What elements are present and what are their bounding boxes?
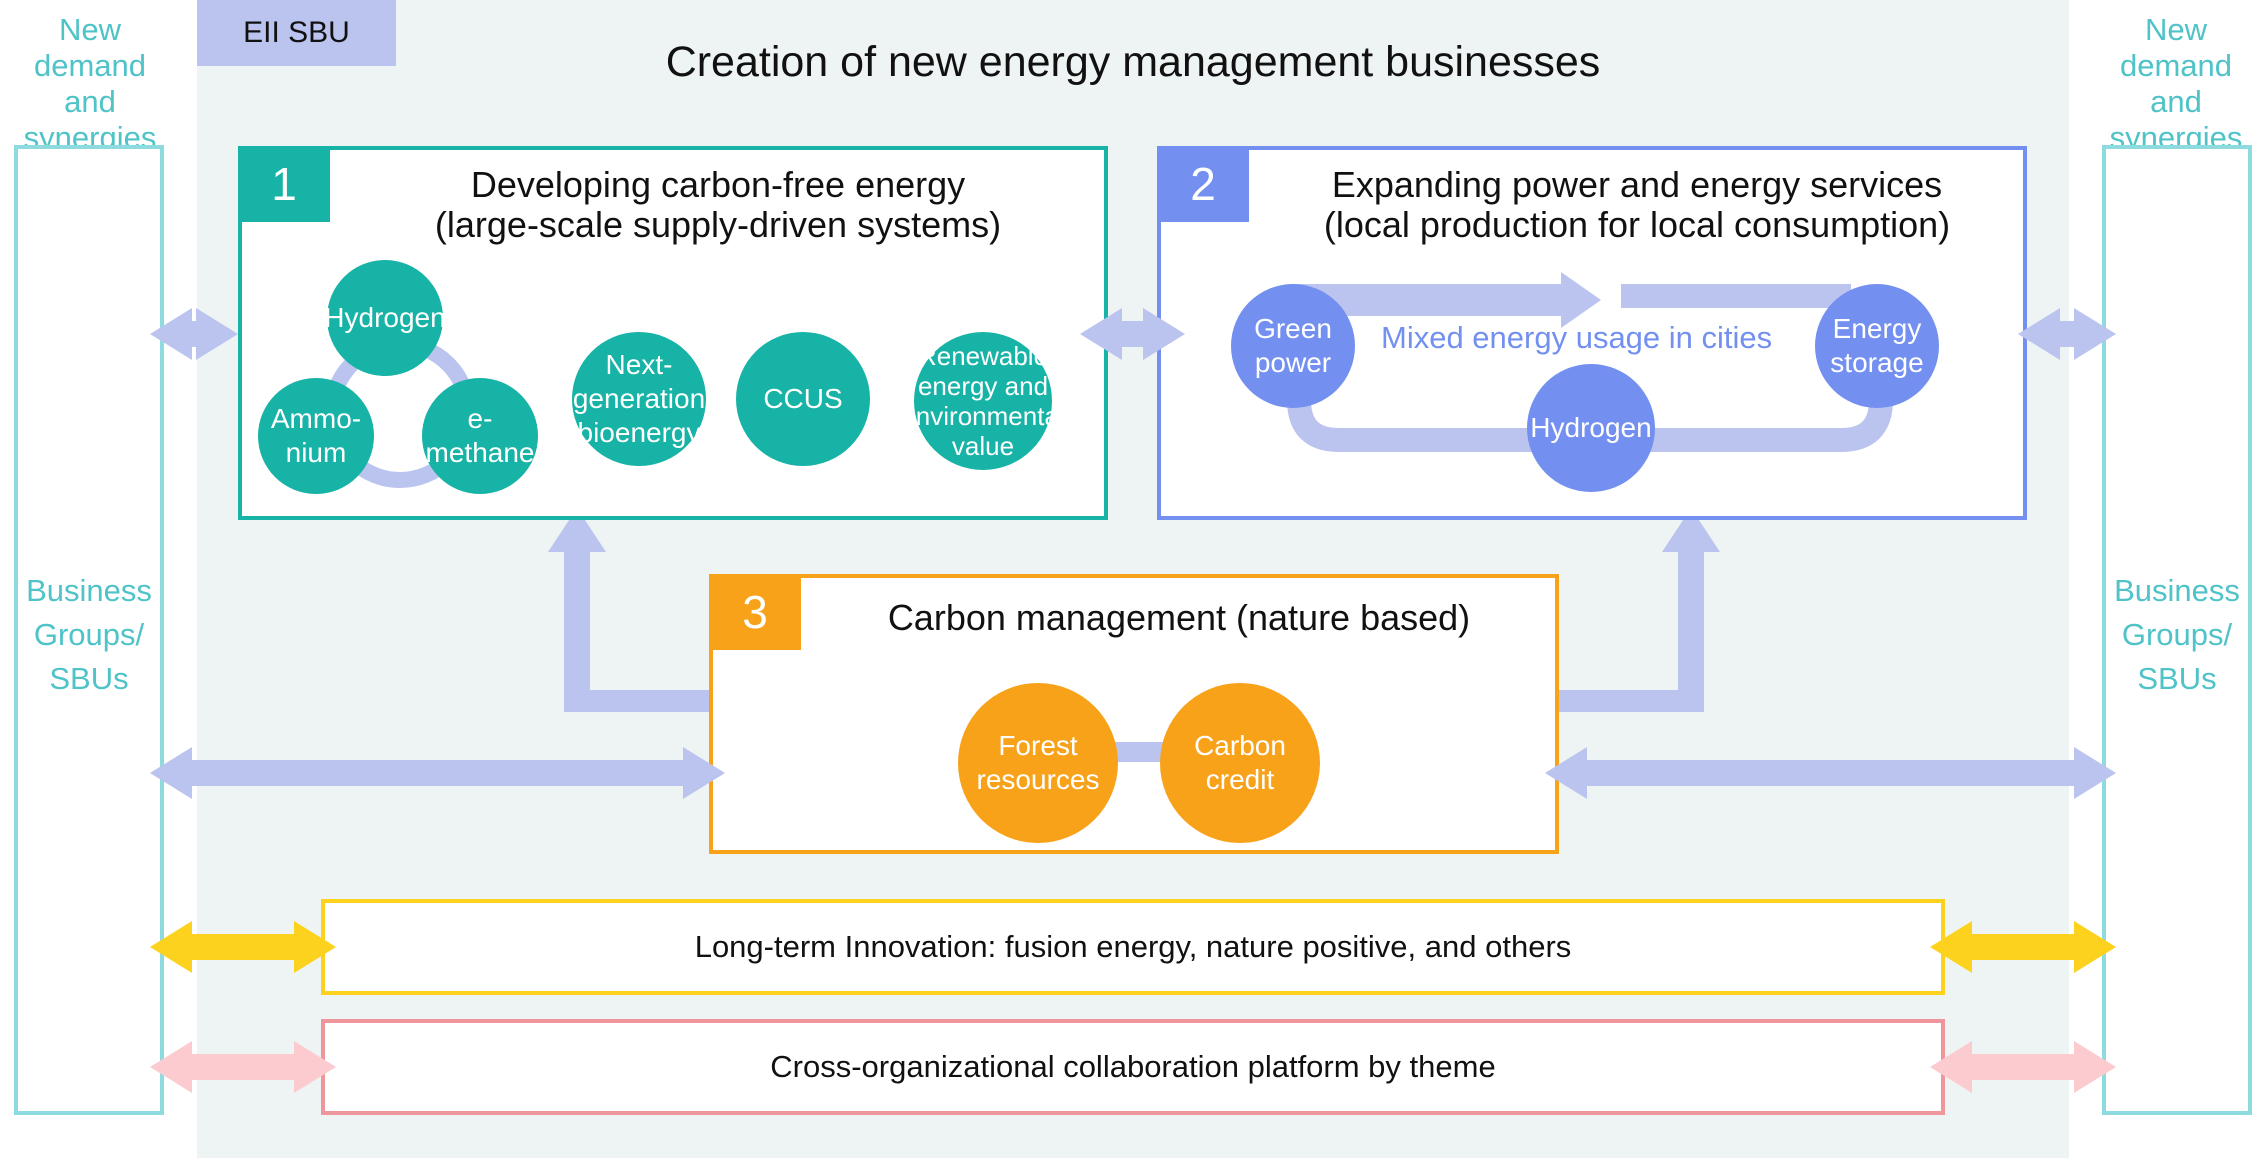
arrow-left-to-box1 <box>150 308 238 360</box>
box-carbon-free-energy: 1 Developing carbon-free energy (large-s… <box>238 146 1108 520</box>
box3-number-badge: 3 <box>709 574 801 650</box>
ccus-node: CCUS <box>736 332 870 466</box>
green-power-node: Green power <box>1231 284 1355 408</box>
renewable-energy-node: Renewable energy and environmental value <box>901 332 1065 470</box>
arrow-right-cross-org <box>1930 1041 2116 1093</box>
page-title: Creation of new energy management busine… <box>665 38 1601 86</box>
label-line: Groups/ <box>33 617 145 652</box>
box1-title-line1: Developing carbon-free energy <box>470 164 966 205</box>
label-line: Business <box>26 573 152 608</box>
cross-org-collaboration-bar: Cross-organizational collaboration platf… <box>321 1019 1945 1115</box>
box-carbon-management: 3 Carbon management (nature based) Fores… <box>709 574 1559 854</box>
arrow-left-cross-org <box>150 1041 336 1093</box>
left-heading-line: New demand <box>33 12 147 83</box>
eii-sbu-tab: EII SBU <box>197 0 396 66</box>
arrow-box3-to-right <box>1545 747 2116 799</box>
business-groups-right-label: Business Groups/ SBUs <box>2106 569 2248 701</box>
box1-number-badge: 1 <box>238 146 330 222</box>
box2-title-line2: (local production for local consumption) <box>1323 204 1951 245</box>
forest-resources-node: Forest resources <box>958 683 1118 843</box>
box1-title: Developing carbon-free energy (large-sca… <box>332 165 1104 245</box>
e-methane-node: e- methane <box>422 378 538 494</box>
box2-title-line1: Expanding power and energy services <box>1331 164 1943 205</box>
box2-number-badge: 2 <box>1157 146 1249 222</box>
left-heading-line: and <box>64 84 116 119</box>
hydrogen-node-box2: Hydrogen <box>1527 364 1655 492</box>
arrow-box3-to-box1 <box>548 508 709 712</box>
box2-title: Expanding power and energy services (loc… <box>1251 165 2023 245</box>
box1-title-line2: (large-scale supply-driven systems) <box>434 204 1002 245</box>
right-heading-line: and <box>2150 84 2202 119</box>
arrow-left-long-term <box>150 921 336 973</box>
flow-arrow <box>1291 272 1601 328</box>
arrow-box2-to-right <box>2018 308 2116 360</box>
box-power-energy-services: 2 Expanding power and energy services (l… <box>1157 146 2027 520</box>
label-line: Business <box>2114 573 2240 608</box>
right-heading-line: New demand <box>2119 12 2233 83</box>
arrow-box3-to-box2 <box>1559 508 1720 712</box>
arrow-right-long-term <box>1930 921 2116 973</box>
carbon-credit-node: Carbon credit <box>1160 683 1320 843</box>
box3-connector <box>1113 742 1173 762</box>
hydrogen-node: Hydrogen <box>324 260 446 376</box>
label-line: Groups/ <box>2121 617 2233 652</box>
next-generation-bioenergy-node: Next- generation bioenergy <box>572 332 706 466</box>
business-groups-left-label: Business Groups/ SBUs <box>18 569 160 701</box>
business-groups-right-box: Business Groups/ SBUs <box>2102 145 2252 1115</box>
label-line: SBUs <box>2137 661 2217 696</box>
label-line: SBUs <box>49 661 129 696</box>
box3-title: Carbon management (nature based) <box>887 597 1471 638</box>
mixed-energy-caption: Mixed energy usage in cities <box>1381 320 1773 355</box>
energy-storage-node: Energy storage <box>1815 284 1939 408</box>
arrow-left-to-box3 <box>150 747 725 799</box>
ammonium-node: Ammo- nium <box>258 378 374 494</box>
business-groups-left-box: Business Groups/ SBUs <box>14 145 164 1115</box>
long-term-innovation-bar: Long-term Innovation: fusion energy, nat… <box>321 899 1945 995</box>
arrow-box1-box2 <box>1080 308 1185 360</box>
flow-bar <box>1621 284 1851 308</box>
